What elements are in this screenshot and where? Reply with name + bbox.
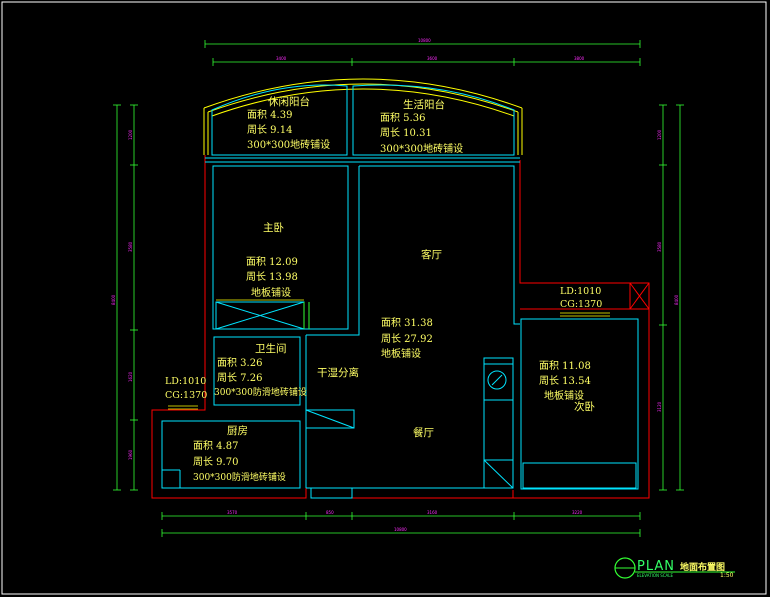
drawing-subtitle: ELEVATION SCALE <box>637 573 674 578</box>
dim-top-3: 3800 <box>574 56 585 61</box>
dim-left-total: 8400 <box>111 294 116 305</box>
kitchen-name: 厨房 <box>227 425 248 437</box>
bathroom-name: 卫生间 <box>255 343 287 355</box>
dim-left-3: 1620 <box>128 371 133 382</box>
living-room-finish: 地板铺设 <box>381 349 421 360</box>
dining-name: 餐厅 <box>413 427 434 439</box>
leisure-balcony-perimeter: 周长 9.14 <box>247 125 293 136</box>
second-bedroom-perimeter: 周长 13.54 <box>539 376 591 387</box>
dim-bottom-2: 850 <box>326 510 334 515</box>
dim-left-4: 1960 <box>128 449 133 460</box>
leisure-balcony-name: 休闲阳台 <box>268 96 310 108</box>
living-room-name: 客厅 <box>421 249 442 261</box>
left-window-ld: LD:1010 <box>165 376 207 387</box>
dim-right-1: 1200 <box>657 129 662 140</box>
second-bedroom-area: 面积 11.08 <box>539 361 591 372</box>
dim-top-1: 3400 <box>276 56 287 61</box>
dim-right-3: 3120 <box>657 401 662 412</box>
bathroom-finish: 300*300防滑地砖铺设 <box>214 388 307 398</box>
dim-left-1: 1200 <box>128 129 133 140</box>
dim-bottom-3: 3160 <box>427 510 438 515</box>
living-room-area: 面积 31.38 <box>381 318 433 329</box>
master-bedroom-finish: 地板铺设 <box>251 288 291 299</box>
bathroom-perimeter: 周长 7.26 <box>217 373 263 384</box>
wet-dry-area-name: 干湿分离 <box>317 367 359 379</box>
right-window-cg: CG:1370 <box>560 299 603 310</box>
balcony-arcs <box>203 78 523 155</box>
living-room-perimeter: 周长 27.92 <box>381 334 433 345</box>
leisure-balcony-area: 面积 4.39 <box>247 110 293 121</box>
master-bedroom-name: 主卧 <box>263 222 284 234</box>
second-bedroom-name: 次卧 <box>574 401 595 413</box>
dim-bottom-total: 10800 <box>394 527 407 532</box>
dim-left-2: 3580 <box>128 241 133 252</box>
dimension-lines <box>113 40 684 537</box>
leisure-balcony-finish: 300*300地砖铺设 <box>247 140 331 151</box>
kitchen-area: 面积 4.87 <box>193 441 239 452</box>
kitchen-finish: 300*300防滑地砖铺设 <box>193 473 286 483</box>
second-bedroom-finish: 地板铺设 <box>544 391 584 402</box>
dim-bottom-4: 3220 <box>572 510 583 515</box>
living-balcony-perimeter: 周长 10.31 <box>380 128 432 139</box>
interior-walls <box>161 84 639 499</box>
right-window-ld: LD:1010 <box>560 286 602 297</box>
dim-bottom-1: 3570 <box>227 510 238 515</box>
left-window-cg: CG:1370 <box>165 390 208 401</box>
dim-top-2: 3600 <box>427 56 438 61</box>
living-balcony-finish: 300*300地砖铺设 <box>380 144 464 155</box>
title-block <box>614 557 735 579</box>
plan-label: PLAN <box>637 559 675 574</box>
drawing-title: 地面布置图 <box>680 563 726 573</box>
master-bedroom-area: 面积 12.09 <box>246 257 298 268</box>
kitchen-perimeter: 周长 9.70 <box>193 457 239 468</box>
dim-right-2: 3580 <box>657 241 662 252</box>
dim-top-total: 10800 <box>418 38 431 43</box>
living-balcony-area: 面积 5.36 <box>380 113 426 124</box>
window-marks <box>168 299 610 410</box>
living-balcony-name: 生活阳台 <box>403 99 445 111</box>
master-bedroom-perimeter: 周长 13.98 <box>246 272 298 283</box>
bathroom-area: 面积 3.26 <box>217 358 263 369</box>
bedroom-wall-markers <box>303 302 310 329</box>
drawing-scale: 1:50 <box>720 572 734 579</box>
dim-right-total: 8400 <box>674 294 679 305</box>
